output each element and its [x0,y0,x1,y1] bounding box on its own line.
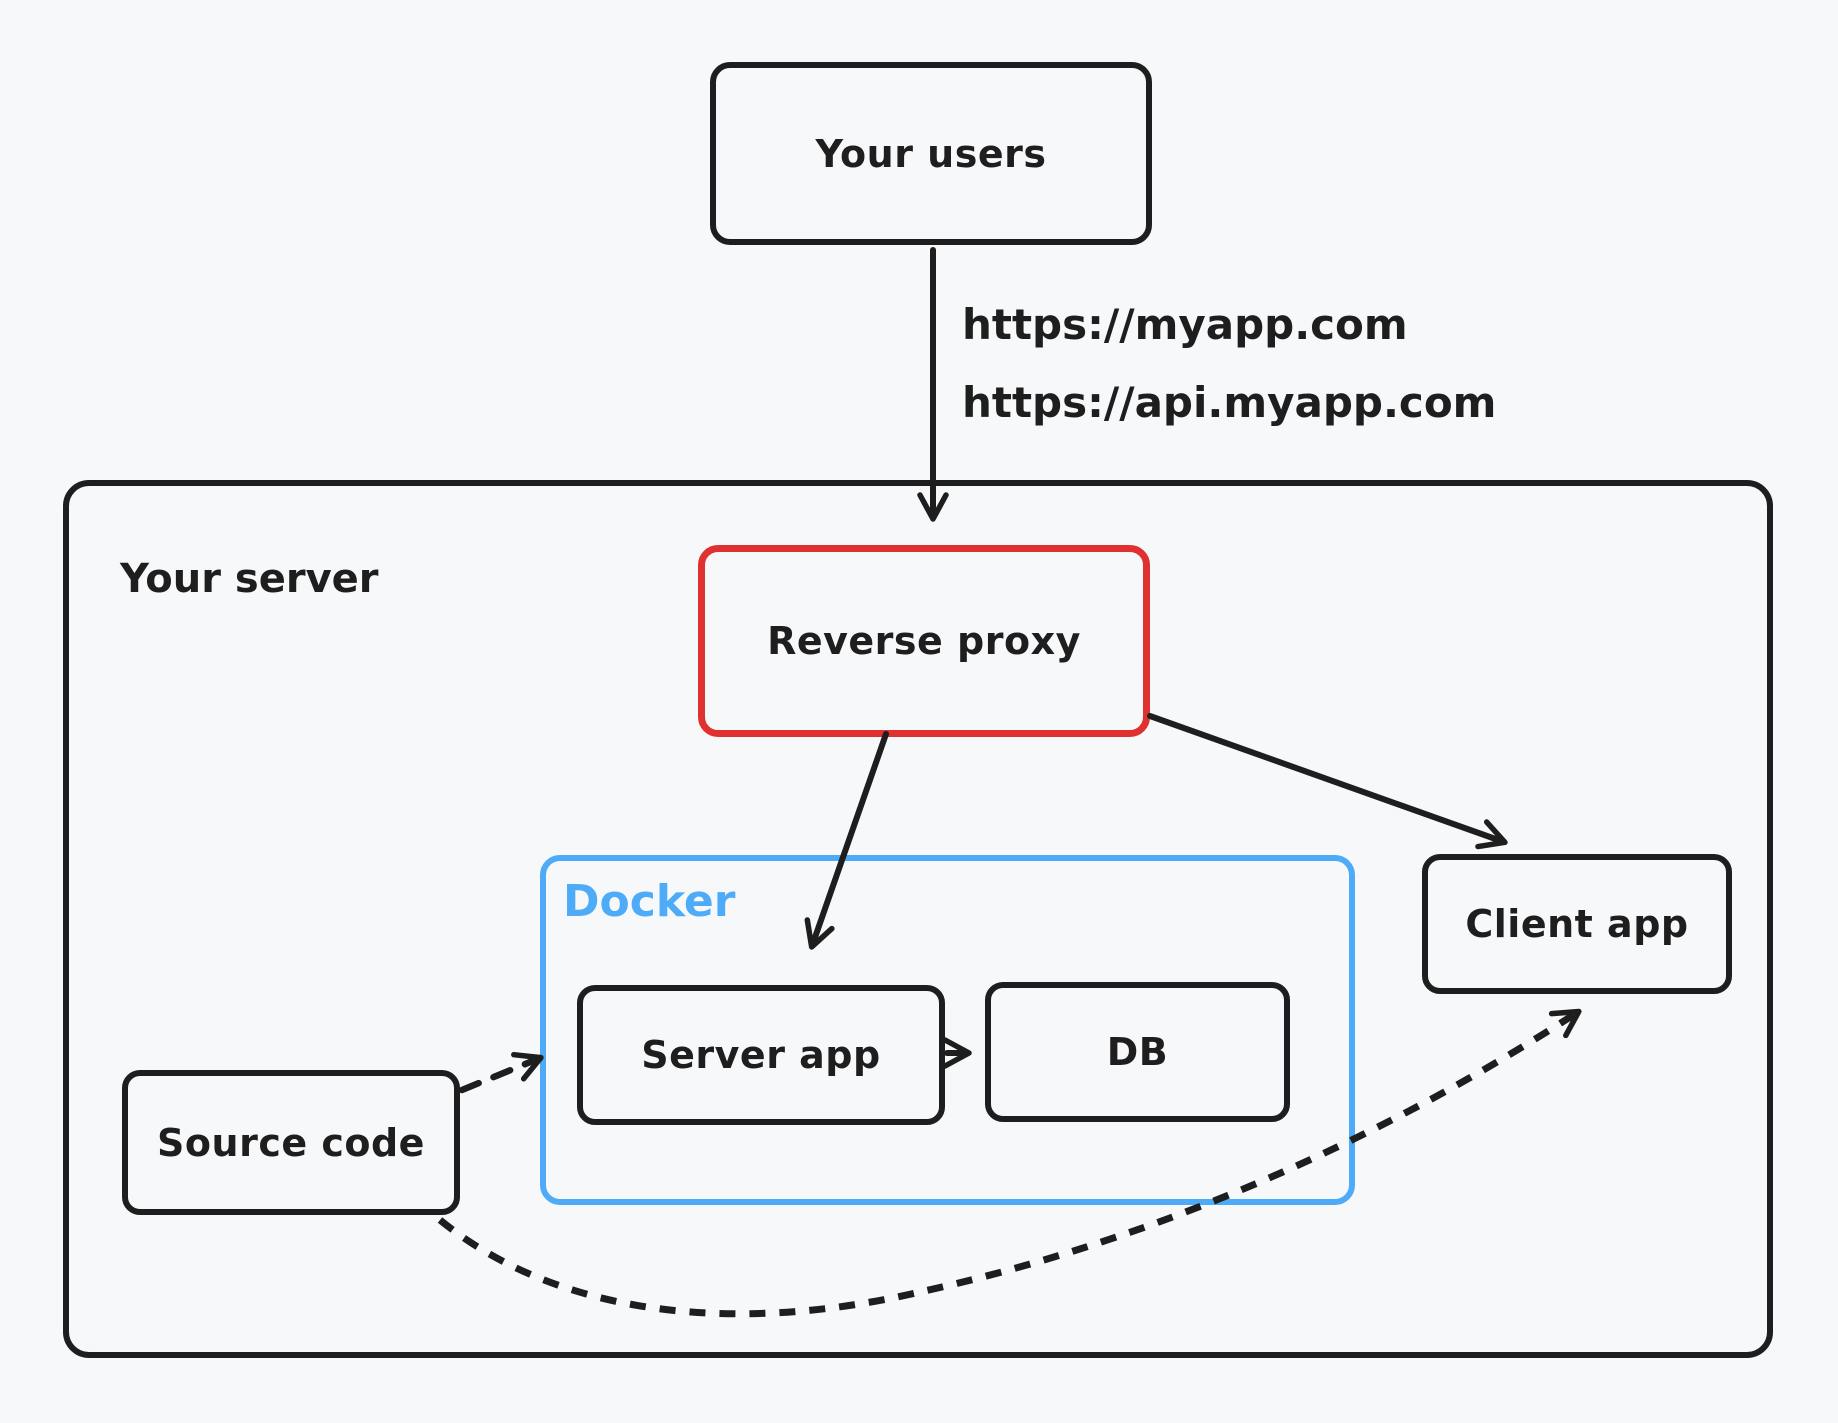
node-your-users: Your users [710,62,1152,245]
node-db-label: DB [1106,1030,1169,1074]
node-your-server [63,480,1773,1358]
node-reverse-proxy: Reverse proxy [698,545,1150,737]
node-your-users-label: Your users [815,131,1047,176]
node-server-app-label: Server app [641,1033,881,1077]
node-client-app: Client app [1422,854,1732,994]
node-db: DB [985,982,1290,1122]
node-server-app: Server app [577,985,945,1125]
node-client-app-label: Client app [1465,902,1689,946]
node-reverse-proxy-label: Reverse proxy [767,619,1081,663]
node-your-server-label: Your server [120,556,379,602]
edge-label-myapp-url: https://myapp.com [962,300,1408,349]
node-docker-label: Docker [563,876,736,927]
node-source-code-label: Source code [157,1120,425,1165]
edge-label-api-myapp-url: https://api.myapp.com [962,378,1497,427]
node-source-code: Source code [122,1070,460,1215]
